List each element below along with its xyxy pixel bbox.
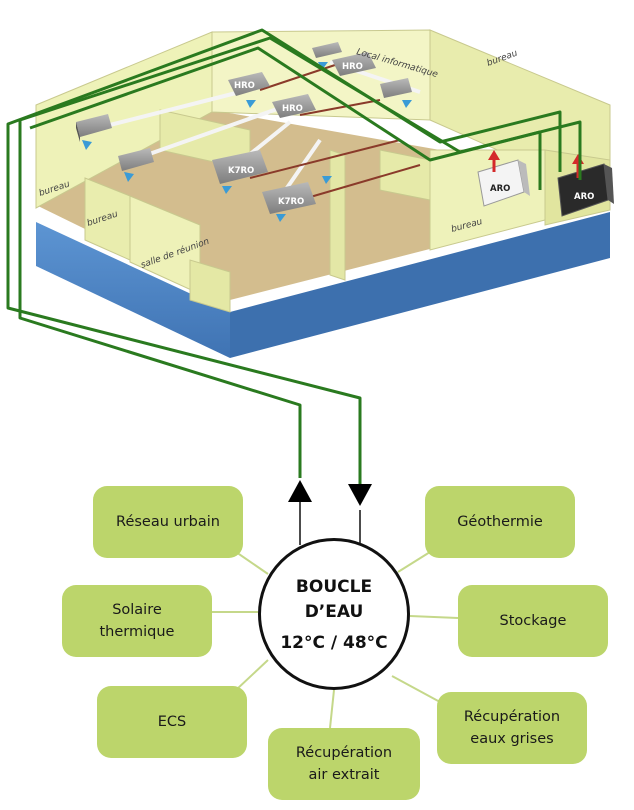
unit-top-1	[312, 42, 342, 58]
source-solaire-thermique: Solaire thermique	[62, 585, 212, 657]
refrigerant-pipes	[249, 59, 421, 201]
unit-top-2	[380, 78, 412, 98]
hub-title-line2: D’EAU	[304, 602, 364, 622]
outdoor-unit-aro-1: ARO	[477, 150, 530, 207]
unit-label: HRO	[342, 62, 363, 72]
unit-k7ro-2: K7RO	[262, 182, 316, 214]
source-stockage: Stockage	[458, 585, 608, 657]
indoor-units: HRO HRO HRO K7RO K7RO	[76, 42, 412, 214]
supply-arrow-up-icon	[288, 480, 312, 502]
outdoor-unit-aro-2: ARO	[557, 154, 614, 217]
unit-k7ro-1: K7RO	[212, 150, 268, 184]
unit-left-1	[76, 114, 112, 142]
unit-hro-2: HRO	[272, 94, 316, 118]
unit-label: ARO	[490, 184, 510, 194]
return-arrow-down-icon	[348, 484, 372, 506]
hub-title-line1: BOUCLE	[295, 577, 373, 598]
loop-arrows	[288, 480, 372, 545]
unit-label: K7RO	[228, 166, 254, 176]
source-ecs: ECS	[97, 686, 247, 758]
unit-label: HRO	[282, 104, 303, 114]
building-base	[36, 212, 610, 358]
unit-label: ARO	[574, 192, 594, 202]
unit-hro-3: HRO	[332, 52, 376, 76]
water-loop-hub: BOUCLE D’EAU 12°C / 48°C	[258, 538, 410, 690]
source-reseau-urbain: Réseau urbain	[93, 486, 243, 558]
hub-temperature: 12°C / 48°C	[280, 632, 388, 653]
water-loop-pipes	[6, 28, 582, 488]
airflow-arrows	[82, 62, 412, 222]
unit-left-2	[118, 148, 154, 171]
source-geothermie: Géothermie	[425, 486, 575, 558]
source-recuperation-eaux-grises: Récupération eaux grises	[437, 692, 587, 764]
unit-label: HRO	[234, 81, 255, 91]
connector-lines	[212, 551, 459, 729]
source-recuperation-air-extrait: Récupération air extrait	[268, 728, 420, 800]
unit-label: K7RO	[278, 197, 304, 207]
outdoor-units: ARO ARO	[477, 150, 614, 217]
unit-hro-1: HRO	[228, 72, 270, 96]
